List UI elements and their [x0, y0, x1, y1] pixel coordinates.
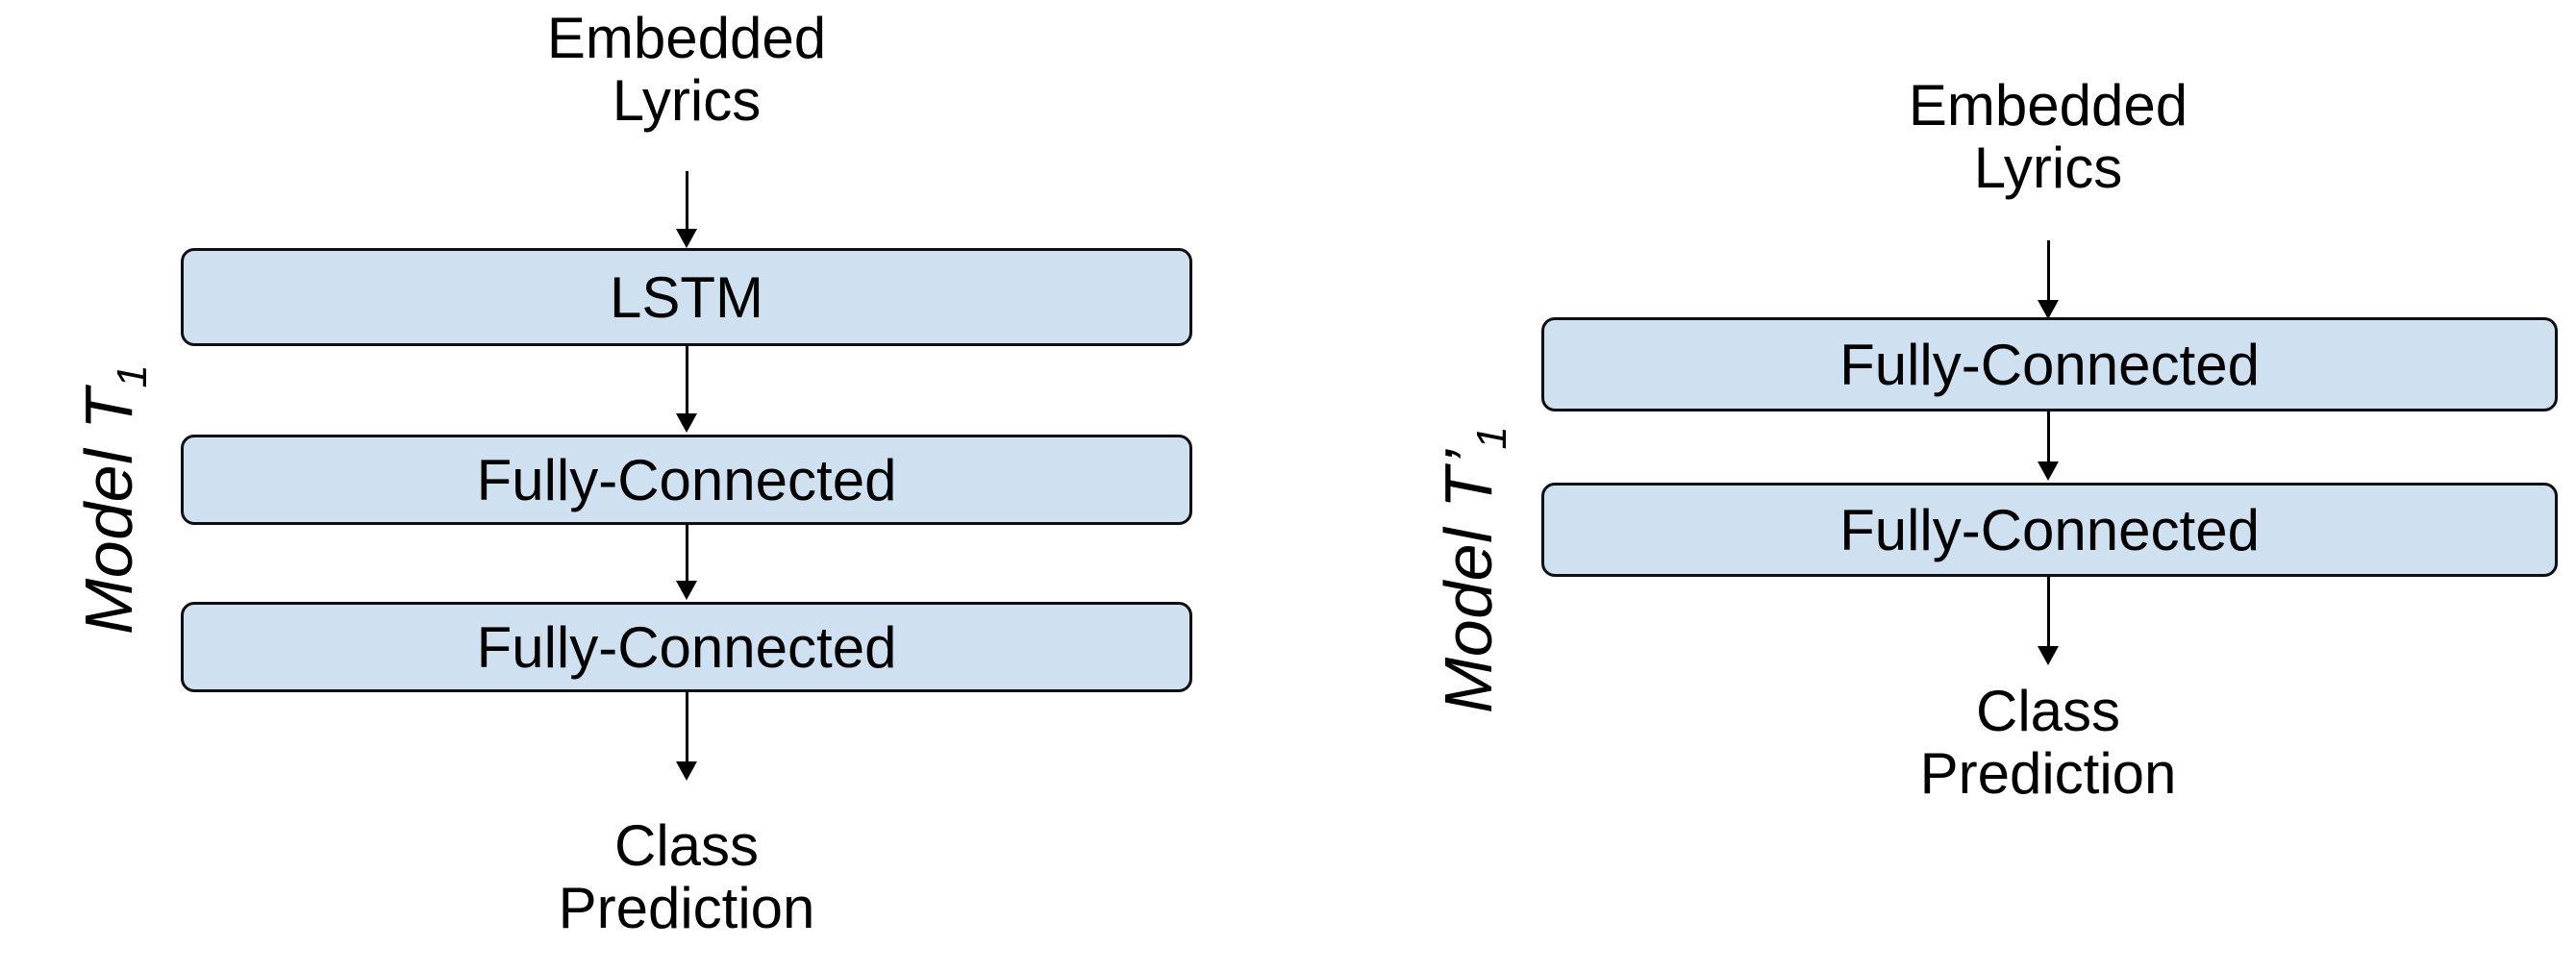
model-t1-prime-input-line-2: Lyrics	[1973, 135, 2123, 200]
arrow-head	[2038, 300, 2059, 319]
model-t1-output-line-2: Prediction	[558, 875, 815, 940]
model-t1-prime-label-symbol: T	[1431, 466, 1506, 509]
model-t1-prime-label: Model T’1	[1431, 426, 1515, 713]
arrow-shaft	[685, 346, 688, 417]
model-t1-prime-panel: Model T’1 Embedded Lyrics Fully-Connecte…	[1288, 0, 2576, 972]
model-t1-prime-layer-fc2[interactable]: Fully-Connected	[1541, 483, 2558, 577]
arrow-shaft	[2046, 577, 2050, 650]
model-t1-prime-output-line-2: Prediction	[1919, 740, 2177, 806]
arrow-head	[2038, 461, 2059, 481]
model-t1-output-line-1: Class	[613, 813, 760, 878]
arrow-head	[676, 229, 697, 248]
model-t1-label-symbol: T	[71, 387, 146, 430]
model-t1-label-prefix: Model	[71, 429, 146, 635]
arrow-shaft	[2046, 240, 2050, 304]
model-t1-label: Model T1	[71, 364, 156, 635]
arrow-head	[676, 761, 697, 781]
model-t1-prime-output-text: Class Prediction	[1760, 679, 2337, 806]
model-t1-layer-fc1-label: Fully-Connected	[476, 447, 897, 512]
arrow-head	[676, 581, 697, 600]
model-t1-input-line-1: Embedded	[546, 6, 827, 70]
model-t1-layer-fc2[interactable]: Fully-Connected	[181, 602, 1192, 692]
model-t1-prime-label-subscript: 1	[1468, 426, 1515, 450]
model-t1-prime-layer-fc1-label: Fully-Connected	[1839, 332, 2260, 397]
model-t1-prime-input-text: Embedded Lyrics	[1760, 73, 2337, 200]
arrow-shaft	[2046, 411, 2050, 465]
model-t1-output-text: Class Prediction	[398, 813, 975, 940]
model-t1-input-text: Embedded Lyrics	[398, 6, 975, 133]
model-t1-layer-lstm[interactable]: LSTM	[181, 248, 1192, 346]
arrow-head	[676, 413, 697, 433]
arrow-shaft	[685, 525, 688, 585]
model-t1-prime-layer-fc1[interactable]: Fully-Connected	[1541, 317, 2558, 411]
model-t1-input-line-2: Lyrics	[612, 67, 762, 133]
model-t1-layer-fc1[interactable]: Fully-Connected	[181, 435, 1192, 525]
model-t1-prime-output-line-1: Class	[1975, 679, 2121, 743]
model-t1-layer-fc2-label: Fully-Connected	[476, 614, 897, 680]
arrow-head	[2038, 646, 2059, 665]
arrow-shaft	[685, 692, 688, 765]
model-t1-panel: Model T1 Embedded Lyrics LSTM Fully-Conn…	[71, 6, 1192, 940]
model-t1-prime-input-line-1: Embedded	[1908, 73, 2188, 137]
model-t1-label-subscript: 1	[109, 364, 156, 388]
model-t1-prime-layer-fc2-label: Fully-Connected	[1839, 497, 2260, 562]
arrow-shaft	[685, 171, 688, 233]
model-t1-prime-label-prime: ’	[1431, 449, 1506, 465]
model-t1-prime-label-prefix: Model	[1431, 508, 1506, 713]
model-t1-layer-lstm-label: LSTM	[609, 264, 764, 330]
